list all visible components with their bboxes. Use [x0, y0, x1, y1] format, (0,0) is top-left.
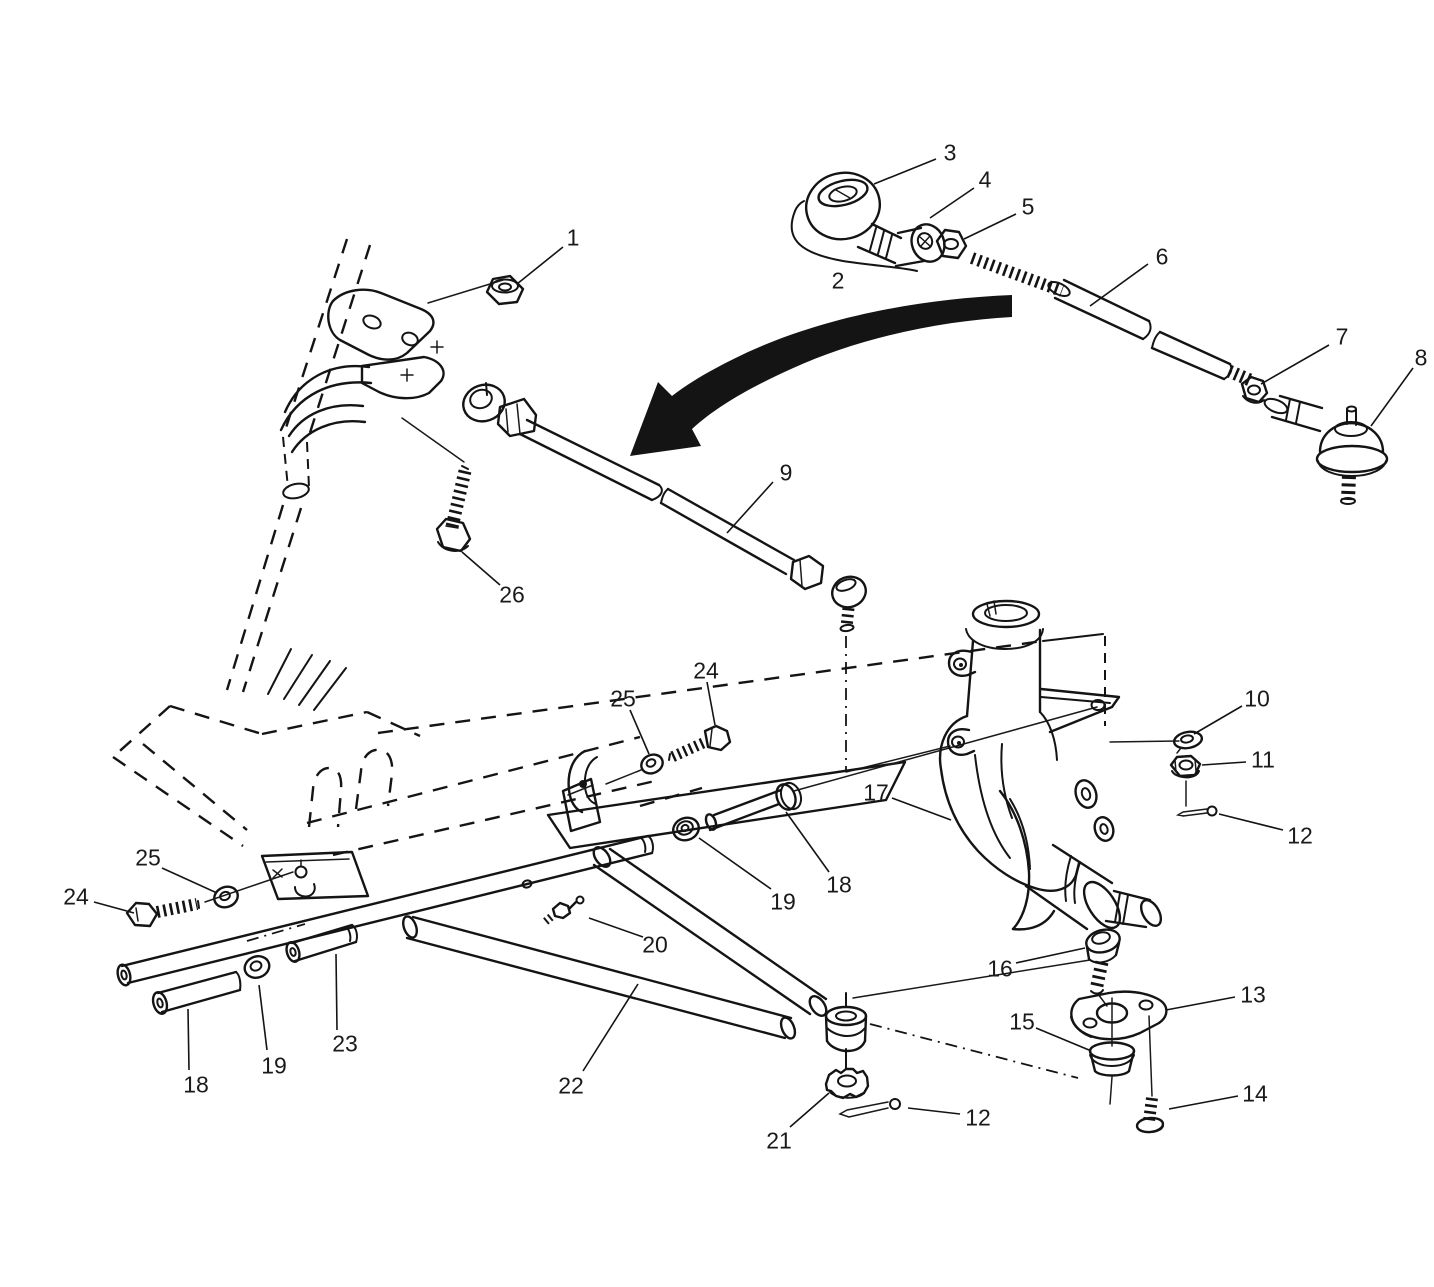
callout-label-9-8: 9	[780, 459, 793, 485]
front-pivot-bracket-drawing	[260, 850, 370, 901]
callout-leader-19-24	[258, 984, 268, 1051]
callout-leader-11-10	[1201, 761, 1247, 766]
steering-column-drawing	[225, 238, 445, 693]
callout-label-25-26: 25	[610, 685, 636, 711]
callout-leader-20-19	[588, 917, 644, 938]
callout-leader-16-15	[1015, 947, 1086, 964]
ball-joint-group-drawing	[1070, 928, 1168, 1134]
callout-leader-7-6	[1260, 344, 1330, 385]
callout-label-26-29: 26	[499, 581, 525, 607]
callout-leader-1-0	[516, 246, 564, 285]
direction-arrow	[630, 295, 1012, 456]
callout-leader-12-11	[1218, 813, 1284, 831]
callout-label-24-27: 24	[63, 883, 89, 909]
callout-leader-19-18	[698, 837, 772, 890]
callout-label-15-14: 15	[1009, 1008, 1035, 1034]
callout-leader-6-5	[1089, 263, 1149, 307]
strut-top-hardware-drawing	[1169, 730, 1218, 817]
callout-label-19-24: 19	[261, 1052, 287, 1078]
callout-label-23-22: 23	[332, 1030, 358, 1056]
upper-pivot-hardware-drawing	[605, 706, 1098, 842]
callout-leader-23-22	[335, 953, 338, 1031]
a-arm-drawing	[116, 834, 1091, 1118]
rear-pivot-bracket-drawing	[561, 749, 602, 833]
callout-label-20-19: 20	[642, 931, 668, 957]
callout-leader-12-30	[907, 1107, 961, 1115]
bolt-26-drawing	[401, 417, 472, 553]
callout-label-14-13: 14	[1242, 1080, 1268, 1106]
callout-label-21-20: 21	[766, 1127, 792, 1153]
callout-label-8-7: 8	[1415, 344, 1428, 370]
callout-leader-26-29	[461, 551, 501, 586]
callout-leader-25-28	[161, 867, 218, 894]
callout-label-12-11: 12	[1287, 822, 1313, 848]
callout-leader-24-27	[93, 901, 135, 914]
callout-leader-13-12	[1165, 996, 1236, 1011]
callout-leader-5-4	[963, 213, 1017, 240]
callout-leader-21-20	[789, 1092, 830, 1128]
callout-label-10-9: 10	[1244, 685, 1270, 711]
callout-layer: 1234567891011121314151617181920212223181…	[63, 139, 1427, 1153]
callout-leader-10-9	[1193, 705, 1243, 735]
callout-label-2-1: 2	[832, 267, 845, 293]
pivot-hardware-drawing	[125, 871, 358, 1015]
callout-leader-4-3	[929, 187, 975, 219]
callout-label-19-18: 19	[770, 888, 796, 914]
callout-leader-18-23	[187, 1008, 190, 1071]
callout-label-22-21: 22	[558, 1072, 584, 1098]
callout-label-6-5: 6	[1156, 243, 1169, 269]
callout-label-12-30: 12	[965, 1104, 991, 1130]
callout-leader-9-8	[726, 481, 774, 534]
callout-leader-15-14	[1035, 1027, 1090, 1051]
callout-label-4-3: 4	[979, 166, 992, 192]
callout-label-18-17: 18	[826, 871, 852, 897]
callout-label-1-0: 1	[567, 224, 580, 250]
callout-leader-14-13	[1168, 1095, 1239, 1110]
callout-label-24-25: 24	[693, 657, 719, 683]
callout-leader-18-17	[785, 811, 830, 873]
callout-label-25-28: 25	[135, 844, 161, 870]
callout-label-17-16: 17	[863, 779, 889, 805]
callout-label-11-10: 11	[1251, 746, 1275, 772]
tie-rod-9-drawing	[462, 382, 951, 773]
callout-leader-25-26	[629, 709, 650, 755]
callout-leader-17-16	[891, 797, 952, 821]
callout-label-18-23: 18	[183, 1071, 209, 1097]
callout-leader-3-2	[873, 158, 937, 185]
callout-label-7-6: 7	[1336, 323, 1349, 349]
callout-label-13-12: 13	[1240, 981, 1266, 1007]
callout-leader-24-25	[706, 681, 716, 726]
callout-leader-22-21	[582, 983, 639, 1072]
callout-leader-8-7	[1370, 367, 1414, 427]
tie-rod-end-assembly-drawing	[790, 171, 1389, 505]
mounting-plate-drawing	[546, 760, 907, 850]
knuckle-drawing	[938, 599, 1180, 931]
callout-label-3-2: 3	[944, 139, 957, 165]
nut-1-drawing	[427, 274, 525, 306]
callout-label-16-15: 16	[987, 955, 1013, 981]
callout-label-5-4: 5	[1022, 193, 1035, 219]
